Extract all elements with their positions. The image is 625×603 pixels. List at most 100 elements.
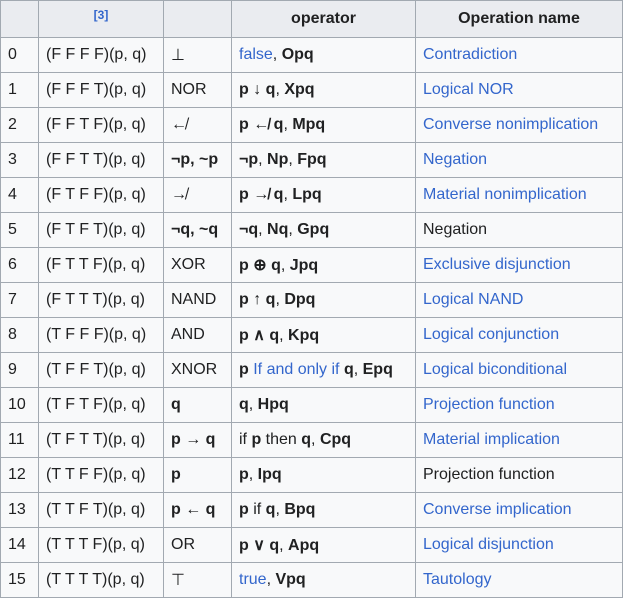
- operation-name-link[interactable]: Tautology: [423, 571, 492, 588]
- sym-bold-text: ¬p, ~p: [171, 151, 219, 168]
- truth-function: (T F F T)(p, q): [38, 352, 164, 388]
- operator-cell: if p then q, Cpq: [231, 422, 416, 458]
- op-bold-text: p ⊕ q: [239, 257, 281, 274]
- sym-bold-text: q: [171, 396, 181, 413]
- op-bold-text: p ↛ q: [239, 186, 284, 203]
- operation-name-link[interactable]: Logical NAND: [423, 291, 524, 308]
- op-text: ,: [283, 186, 293, 203]
- op-bold-text: q: [265, 501, 276, 518]
- symbol-cell: q: [163, 387, 232, 423]
- op-text: ,: [275, 501, 285, 518]
- op-text: ,: [288, 221, 298, 238]
- op-bold-text: q: [343, 361, 354, 378]
- operation-name-cell[interactable]: Converse nonimplication: [415, 107, 623, 143]
- symbol-cell: ⊤: [163, 562, 232, 598]
- operation-name-link[interactable]: Logical conjunction: [423, 326, 560, 343]
- op-bold-text: q: [301, 431, 312, 448]
- symbol-cell: ¬q, ~q: [163, 212, 232, 248]
- sym-text: ⊥: [171, 47, 185, 64]
- row-index: 11: [0, 422, 39, 458]
- op-text: ,: [266, 571, 276, 588]
- row-index: 3: [0, 142, 39, 178]
- header-function: [3]: [38, 0, 164, 38]
- row-index: 8: [0, 317, 39, 353]
- row-index: 1: [0, 72, 39, 108]
- operation-name-cell[interactable]: Tautology: [415, 562, 623, 598]
- operation-name-link[interactable]: Logical biconditional: [423, 361, 568, 378]
- operation-name-link[interactable]: Contradiction: [423, 46, 518, 63]
- operation-name-cell[interactable]: Logical NAND: [415, 282, 623, 318]
- symbol-cell: NOR: [163, 72, 232, 108]
- operation-name-cell[interactable]: Exclusive disjunction: [415, 247, 623, 283]
- truth-function: (T T F F)(p, q): [38, 457, 164, 493]
- sym-bold-text: p ← q: [171, 501, 216, 518]
- op-link[interactable]: If and only if: [248, 361, 344, 378]
- operation-name-link[interactable]: Material implication: [423, 431, 560, 448]
- operation-name-cell[interactable]: Material nonimplication: [415, 177, 623, 213]
- op-bold-text: Np: [267, 151, 289, 168]
- op-bold-text: p ∨ q: [239, 537, 280, 554]
- sym-bold-text: ¬q, ~q: [171, 221, 219, 238]
- operation-name-link[interactable]: Projection function: [423, 396, 555, 413]
- op-bold-text: p ↚ q: [239, 116, 284, 133]
- sym-text: NOR: [171, 81, 207, 98]
- sym-text: ↛: [171, 186, 187, 203]
- op-bold-text: ¬q: [239, 221, 259, 238]
- operation-name-link[interactable]: Logical disjunction: [423, 536, 554, 553]
- symbol-cell: AND: [163, 317, 232, 353]
- truth-function: (T F T F)(p, q): [38, 387, 164, 423]
- operation-name-cell[interactable]: Negation: [415, 142, 623, 178]
- operation-name-cell[interactable]: Logical conjunction: [415, 317, 623, 353]
- op-link[interactable]: true: [239, 571, 267, 588]
- symbol-cell: XNOR: [163, 352, 232, 388]
- header-symbol: [163, 0, 232, 38]
- operator-cell: p ∧ q, Kpq: [231, 317, 416, 353]
- operation-name-link[interactable]: Negation: [423, 151, 488, 168]
- operation-name-cell[interactable]: Logical disjunction: [415, 527, 623, 563]
- symbol-cell: NAND: [163, 282, 232, 318]
- operation-name-link[interactable]: Logical NOR: [423, 81, 514, 98]
- operation-name-cell[interactable]: Material implication: [415, 422, 623, 458]
- operation-name-link[interactable]: Material nonimplication: [423, 186, 587, 203]
- operation-name-cell[interactable]: Projection function: [415, 387, 623, 423]
- op-text: then: [261, 431, 302, 448]
- op-bold-text: p: [239, 501, 249, 518]
- op-text: ,: [280, 257, 290, 274]
- sym-text: XNOR: [171, 361, 218, 378]
- sym-text: OR: [171, 536, 195, 553]
- op-text: ,: [258, 221, 268, 238]
- operation-name-link[interactable]: Exclusive disjunction: [423, 256, 571, 273]
- operation-name-link[interactable]: Converse implication: [423, 501, 572, 518]
- operation-name-link[interactable]: Converse nonimplication: [423, 116, 599, 133]
- truth-function: (T T T F)(p, q): [38, 527, 164, 563]
- operation-name-cell[interactable]: Logical NOR: [415, 72, 623, 108]
- truth-function: (F T T F)(p, q): [38, 247, 164, 283]
- header-index: [0, 0, 39, 38]
- operation-name-cell[interactable]: Logical biconditional: [415, 352, 623, 388]
- row-index: 7: [0, 282, 39, 318]
- operator-cell: p if q, Bpq: [231, 492, 416, 528]
- symbol-cell: p: [163, 457, 232, 493]
- op-bold-text: p: [239, 466, 249, 483]
- sym-text: NAND: [171, 291, 217, 308]
- truth-function: (F F F T)(p, q): [38, 72, 164, 108]
- op-link[interactable]: false: [239, 46, 273, 63]
- op-text: ,: [279, 327, 289, 344]
- citation-link[interactable]: [3]: [93, 7, 109, 22]
- operator-cell: p ⊕ q, Jpq: [231, 247, 416, 283]
- operation-name-cell: Projection function: [415, 457, 623, 493]
- row-index: 14: [0, 527, 39, 563]
- operation-name-cell[interactable]: Contradiction: [415, 37, 623, 73]
- op-text: ,: [258, 151, 268, 168]
- operation-name-cell[interactable]: Converse implication: [415, 492, 623, 528]
- row-index: 15: [0, 562, 39, 598]
- op-bold-text: Opq: [281, 46, 314, 63]
- truth-function: (F T T T)(p, q): [38, 282, 164, 318]
- operator-cell: ¬q, Nq, Gpq: [231, 212, 416, 248]
- op-bold-text: p: [239, 361, 249, 378]
- truth-function: (F T F F)(p, q): [38, 177, 164, 213]
